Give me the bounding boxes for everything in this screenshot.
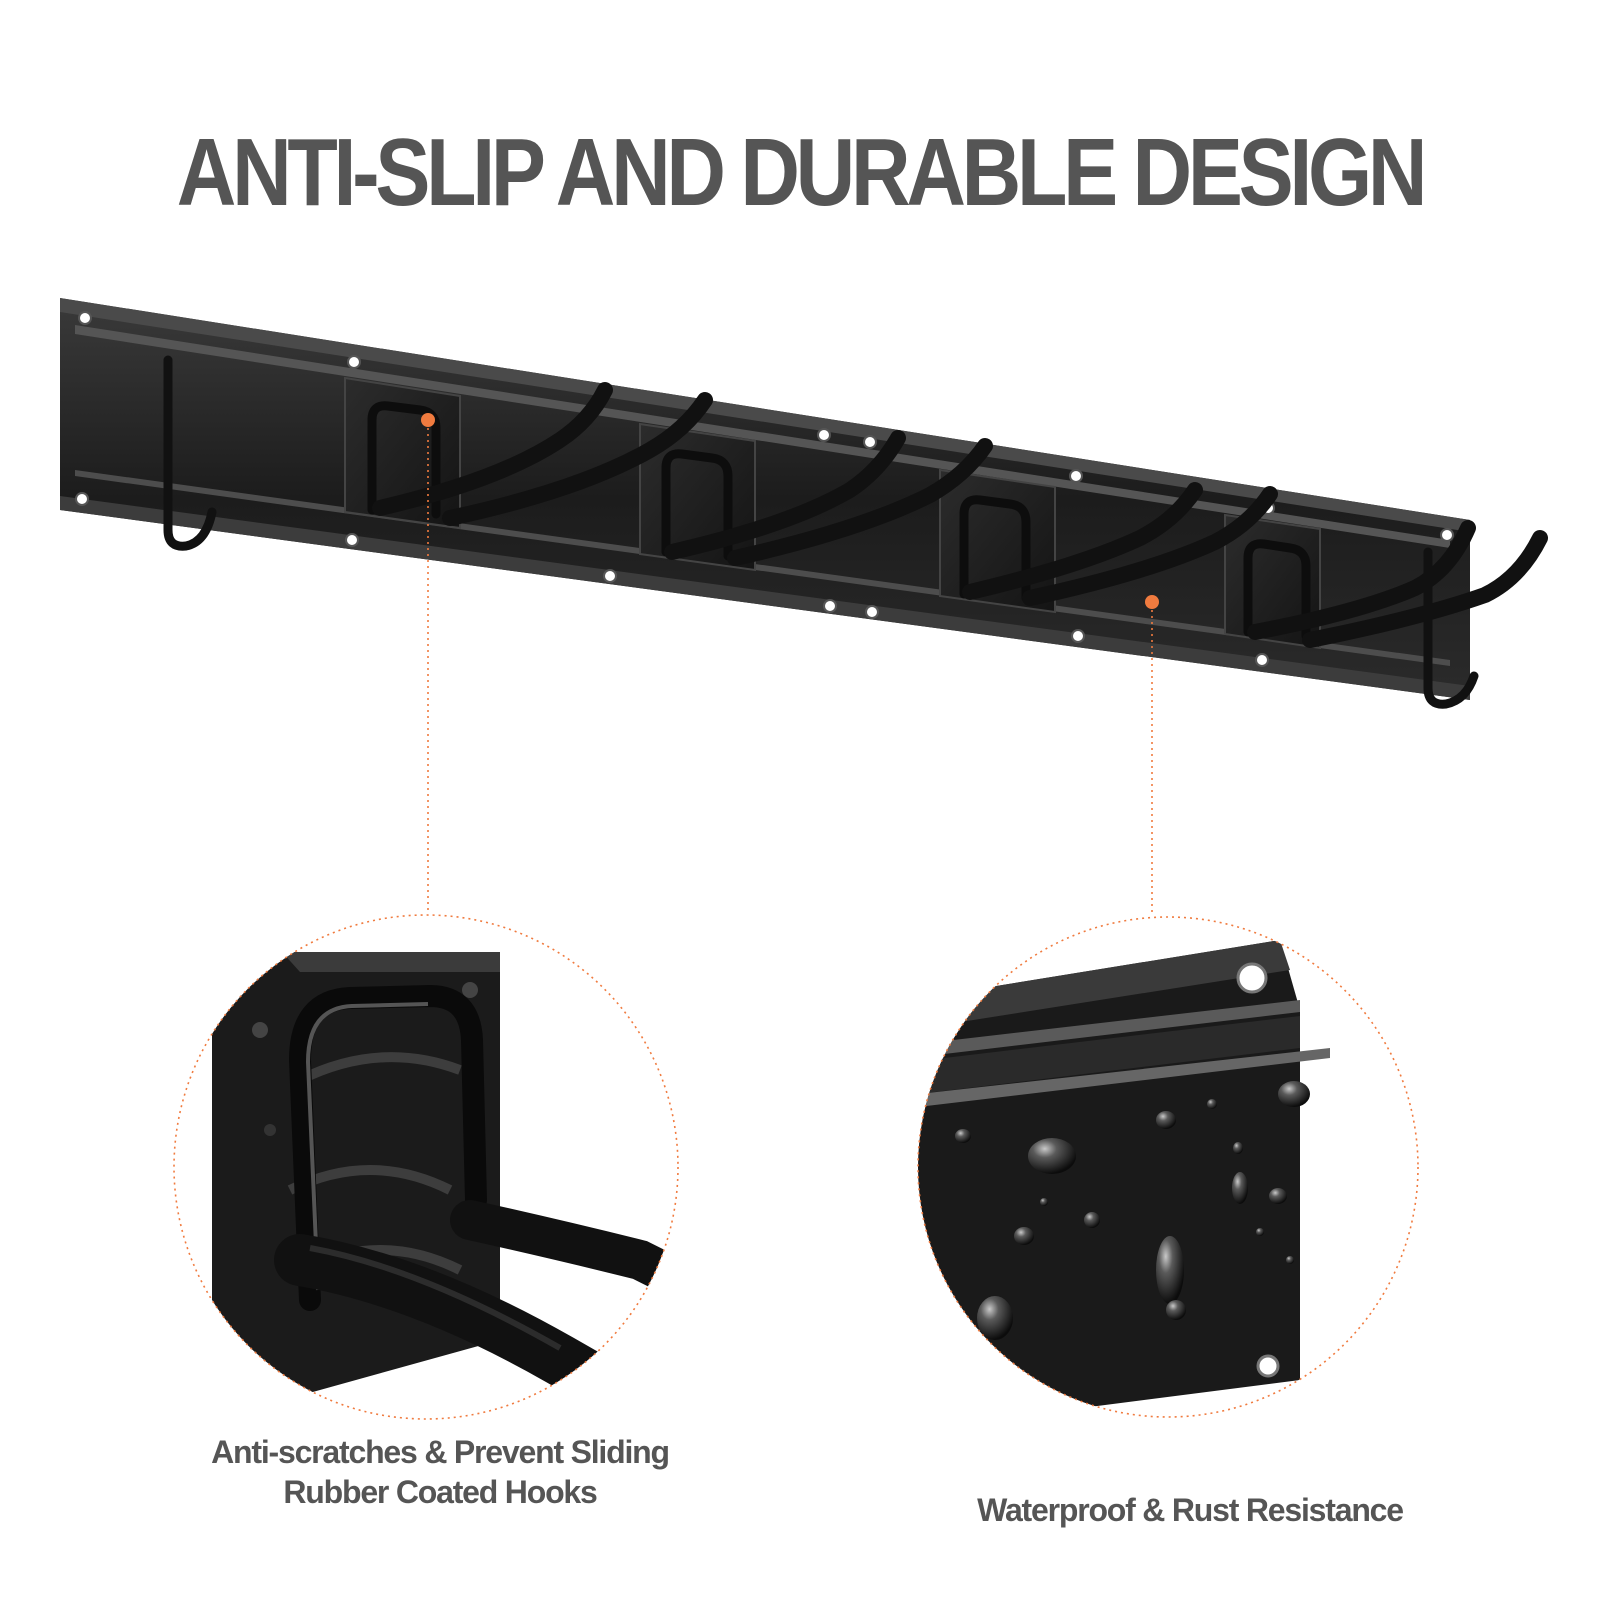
rubber-hook-closeup-icon xyxy=(173,914,679,1420)
rubber-coated-hooks xyxy=(372,382,1548,648)
mounting-holes xyxy=(75,311,1454,667)
closeup-border-right xyxy=(917,916,1419,1418)
rail-bottom-lip xyxy=(60,496,1470,700)
caption-rubber-hooks-line2: Rubber Coated Hooks xyxy=(283,1474,597,1510)
u-brackets xyxy=(367,401,1311,641)
marker-dot-right xyxy=(1145,595,1159,609)
page-title: ANTI-SLIP AND DURABLE DESIGN xyxy=(176,119,1428,226)
water-droplets xyxy=(955,1081,1310,1340)
caption-rubber-hooks: Anti-scratches & Prevent Sliding Rubber … xyxy=(150,1432,730,1512)
wall-mount-tool-rack-icon xyxy=(60,298,1548,709)
end-j-hooks xyxy=(163,355,1479,709)
caption-waterproof: Waterproof & Rust Resistance xyxy=(977,1492,1404,1528)
waterproof-rail-closeup-icon xyxy=(917,916,1419,1418)
caption-rubber-hooks-line1: Anti-scratches & Prevent Sliding xyxy=(211,1434,670,1470)
rail-top-flange xyxy=(60,298,1470,532)
rail-top-lip xyxy=(75,325,1450,548)
closeup-border-left xyxy=(173,914,679,1420)
marker-dot-left xyxy=(421,413,435,427)
